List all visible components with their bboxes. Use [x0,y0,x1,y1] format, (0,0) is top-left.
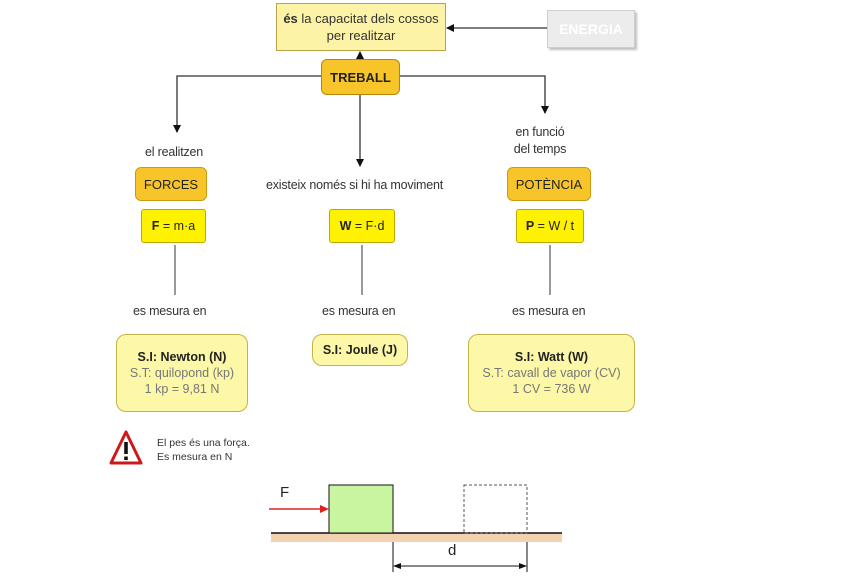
connector-label-left: el realitzen [145,145,204,159]
unit-watt-title: S.I: Watt (W) [514,350,589,364]
formula-power-symbol: P [525,219,535,233]
definition-line1-text: la capacitat dels cossos [297,11,439,26]
ground-surface [271,533,562,542]
warning-icon [109,430,143,465]
distance-arrowhead-left [393,563,401,569]
unit-box-joule: S.I: Joule (J) [312,334,408,366]
unit-joule-title: S.I: Joule (J) [322,343,398,357]
formula-power-rest: = W / t [534,219,575,233]
unit-watt-line2: S.T: cavall de vapor (CV) [482,366,621,380]
unit-newton-line3: 1 kp = 9,81 N [144,382,220,396]
definition-line2: per realitzar [326,28,396,43]
measure-label-middle: es mesura en [322,304,396,318]
connector-label-middle: existeix només si hi ha moviment [266,178,444,192]
measure-label-right: es mesura en [512,304,586,318]
formula-force-rest: = m·a [159,219,196,233]
force-arrow-head [320,505,329,513]
potencia-box: POTÈNCIA [507,167,591,201]
forces-box: FORCES [135,167,207,201]
unit-box-watt: S.I: Watt (W) S.T: cavall de vapor (CV) … [468,334,635,412]
formula-force: F = m·a [141,209,206,243]
formula-power: P = W / t [516,209,584,243]
energia-box: ENERGIA [547,10,635,48]
unit-box-newton: S.I: Newton (N) S.T: quilopond (kp) 1 kp… [116,334,248,412]
distance-arrowhead-right [519,563,527,569]
formula-force-symbol: F [151,219,160,233]
force-label: F [280,484,290,501]
measure-label-left: es mesura en [133,304,207,318]
arrow-to-forces [173,75,322,133]
formula-work-symbol: W [339,219,352,233]
formula-work-rest: = F·d [351,219,385,233]
connector-right-line2: del temps [513,142,567,156]
warning-line2: Es mesura en N [157,451,233,463]
warning-line1: El pes és una força. [157,437,250,449]
treball-box: TREBALL [321,59,400,95]
block [328,484,394,534]
block-displaced [463,484,528,534]
definition-line1: és la capacitat dels cossos [283,10,438,27]
connector-right-line1: en funció [515,125,565,139]
arrow-to-potencia [400,75,549,114]
definition-bold-word: és [283,11,298,26]
distance-label: d [448,542,457,559]
unit-newton-line2: S.T: quilopond (kp) [129,366,235,380]
unit-watt-line3: 1 CV = 736 W [512,382,591,396]
connector-label-right: en funció del temps [505,124,575,158]
unit-newton-title: S.I: Newton (N) [137,350,227,364]
definition-box: és la capacitat dels cossos per realitza… [276,3,446,51]
formula-work: W = F·d [329,209,395,243]
warning-note: El pes és una força. Es mesura en N [157,436,250,464]
